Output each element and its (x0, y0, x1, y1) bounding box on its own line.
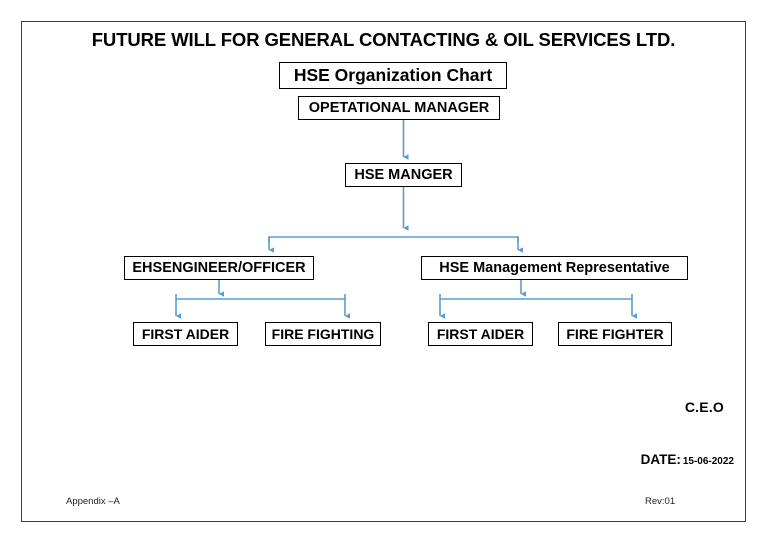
revision-label: Rev:01 (645, 496, 676, 507)
date-block: DATE:15-06-2022 (641, 452, 734, 467)
org-node-ehs-engineer-officer: EHSENGINEER/OFFICER (124, 256, 314, 280)
date-value: 15-06-2022 (682, 456, 734, 467)
ceo-signature-label: C.E.O (684, 399, 724, 415)
org-node-fire-fighter: FIRE FIGHTER (558, 322, 672, 346)
org-node-hse-manager: HSE MANGER (345, 163, 462, 187)
org-node-operational-manager: OPETATIONAL MANAGER (298, 96, 500, 120)
org-node-first-aider-left: FIRST AIDER (133, 322, 238, 346)
org-node-fire-fighting: FIRE FIGHTING (265, 322, 381, 346)
chart-title-box: HSE Organization Chart (279, 62, 507, 89)
appendix-label: Appendix –A (66, 496, 120, 507)
date-label: DATE: (640, 452, 681, 467)
org-node-hse-management-representative: HSE Management Representative (421, 256, 688, 280)
org-node-first-aider-right: FIRST AIDER (428, 322, 533, 346)
company-title: FUTURE WILL FOR GENERAL CONTACTING & OIL… (91, 29, 676, 50)
